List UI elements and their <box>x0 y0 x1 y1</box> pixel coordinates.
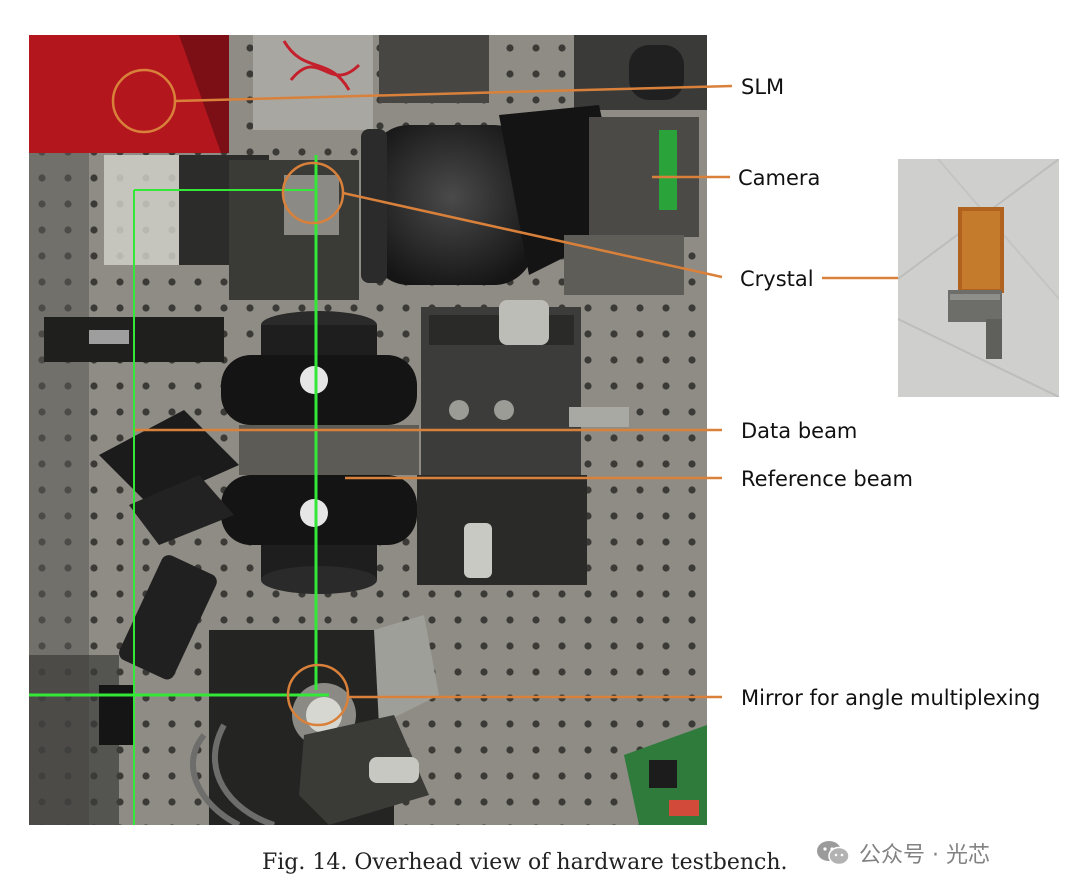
watermark: 公众号 · 光芯 <box>815 838 990 868</box>
label-crystal: Crystal <box>740 267 814 291</box>
testbench-photo-illustration <box>29 35 707 825</box>
crystal-inset-illustration <box>898 159 1059 397</box>
figure-caption: Fig. 14. Overhead view of hardware testb… <box>262 850 788 875</box>
watermark-text: 公众号 · 光芯 <box>859 843 990 868</box>
label-mirror: Mirror for angle multiplexing <box>741 686 1041 710</box>
label-data-beam: Data beam <box>741 419 858 443</box>
testbench-photo <box>29 35 707 825</box>
wechat-logo-icon <box>817 841 850 866</box>
camera-body <box>589 117 699 237</box>
label-reference-beam: Reference beam <box>741 467 913 491</box>
label-camera: Camera <box>738 166 821 190</box>
label-slm: SLM <box>741 75 785 99</box>
crystal-inset-photo <box>898 159 1059 397</box>
